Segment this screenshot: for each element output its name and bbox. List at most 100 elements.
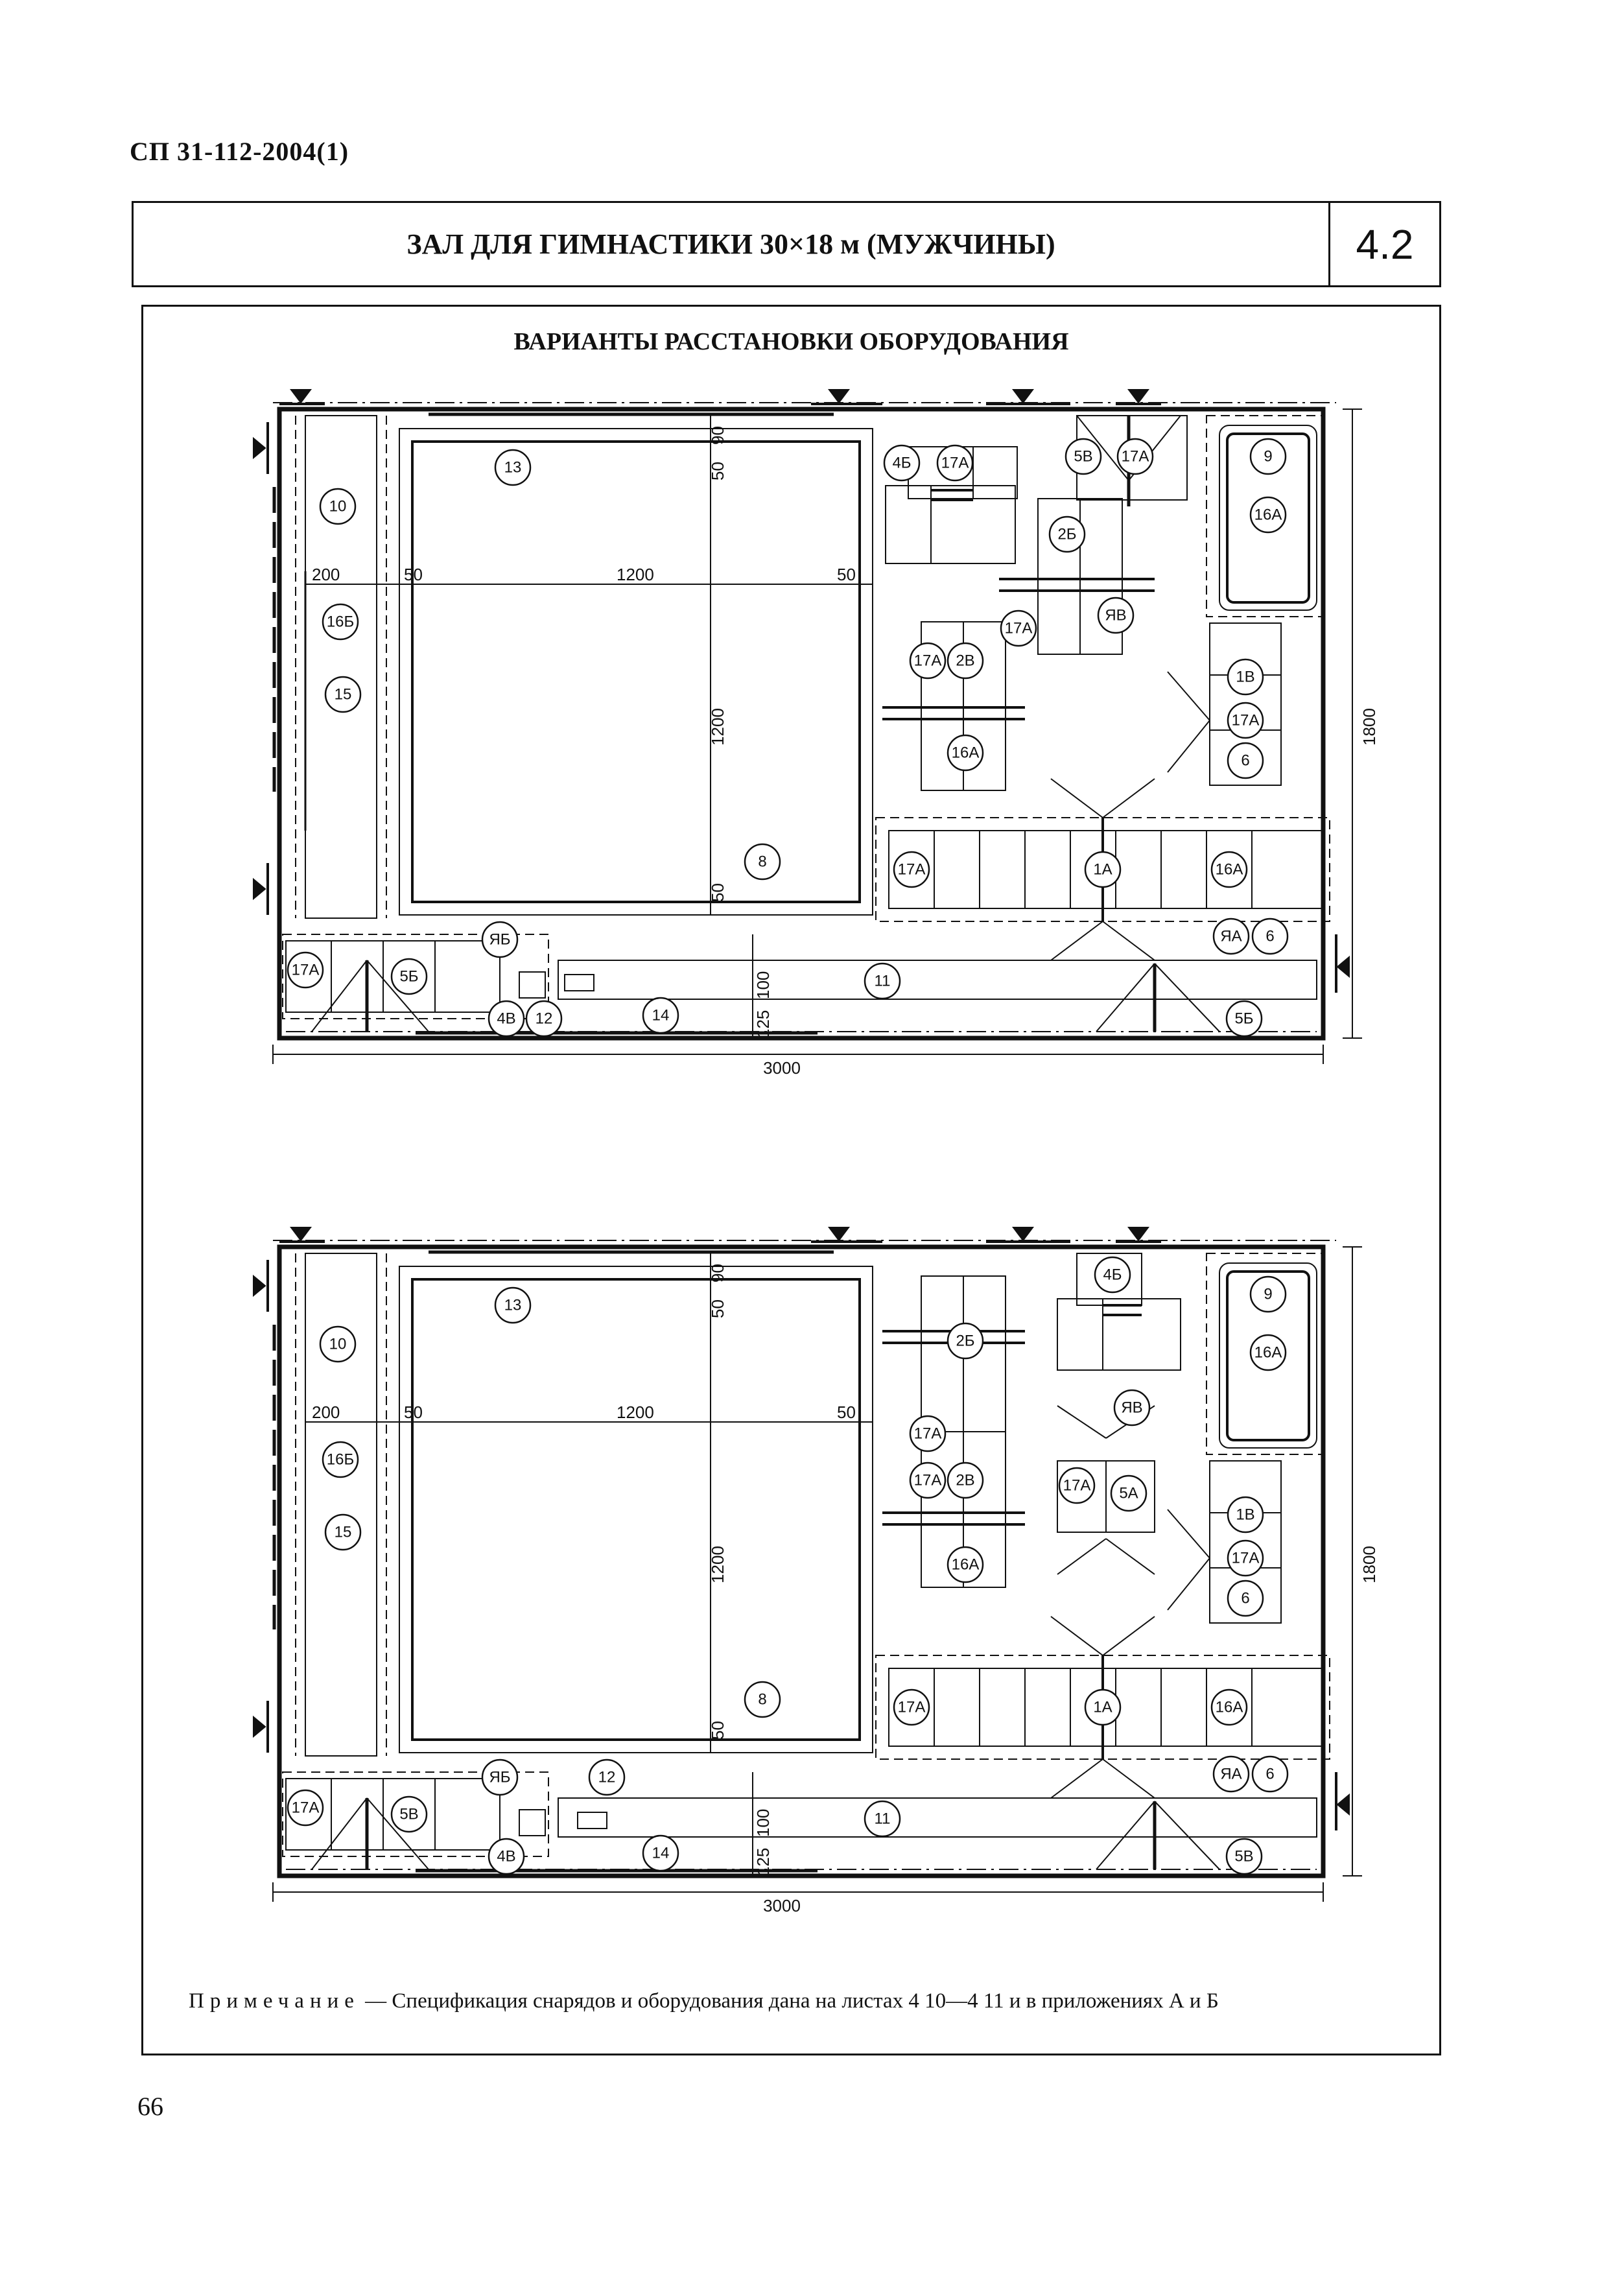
- label-5v: 5В: [399, 1806, 418, 1823]
- dim-50: 50: [837, 1403, 856, 1422]
- label-6: 6: [1241, 752, 1249, 770]
- plan-line: [390, 1795, 428, 1833]
- dim-50-vertical: 50: [708, 1299, 727, 1318]
- plan-line: [494, 1286, 532, 1324]
- plan-line: [1050, 778, 1103, 818]
- footnote: Примечание — Спецификация снарядов и обо…: [189, 1989, 1426, 2013]
- plan-line: [1127, 389, 1149, 404]
- plan-line: [744, 1681, 781, 1718]
- label-2b: 2Б: [1057, 526, 1076, 543]
- plan-line: [290, 1227, 312, 1242]
- dim-200: 200: [312, 565, 340, 584]
- plan-line: [305, 1253, 377, 1757]
- page-number: 66: [137, 2092, 163, 2121]
- label-yav: ЯВ: [1105, 607, 1126, 624]
- plan-line: [481, 1758, 519, 1796]
- plan-line: [864, 1800, 901, 1838]
- plan-line: [253, 436, 266, 460]
- plan-line: [1154, 1801, 1220, 1870]
- plan-line: [564, 974, 594, 991]
- plan-line: [642, 1834, 679, 1872]
- plan-line: [1206, 415, 1324, 617]
- label-17a: 17А: [914, 1472, 942, 1489]
- plan-line: [1012, 389, 1034, 404]
- plan-line: [893, 1688, 930, 1726]
- label-12: 12: [535, 1010, 553, 1028]
- plan-line: [1249, 1334, 1287, 1371]
- label-6: 6: [1265, 928, 1274, 945]
- dim-50: 50: [837, 565, 856, 584]
- plan-line: [319, 488, 357, 525]
- plan-line: [744, 843, 781, 881]
- plan-line: [1057, 1538, 1107, 1575]
- label-1v: 1В: [1236, 669, 1254, 686]
- plan-line: [1102, 921, 1155, 961]
- label-2v: 2В: [956, 1472, 974, 1489]
- label-13: 13: [504, 459, 522, 477]
- plan-line: [1225, 1000, 1263, 1037]
- arrow-marker: [290, 389, 312, 404]
- drawing-frame: ВАРИАНТЫ РАССТАНОВКИ ОБОРУДОВАНИЯ: [141, 305, 1441, 2055]
- label-6: 6: [1265, 1766, 1274, 1783]
- plan-line: [1210, 851, 1248, 888]
- plan-line: [1097, 597, 1135, 634]
- plan-line: [1167, 1557, 1210, 1611]
- plan-line: [1227, 658, 1264, 696]
- label-1a: 1А: [1093, 861, 1112, 879]
- dim-100: 100: [753, 1809, 773, 1837]
- label-5v: 5В: [1234, 1848, 1253, 1865]
- dim-3000: 3000: [763, 1058, 801, 1078]
- sheet-title: ЗАЛ ДЛЯ ГИМНАСТИКИ 30×18 м (МУЖЧИНЫ): [134, 203, 1330, 285]
- plan-line: [1096, 963, 1155, 1032]
- dim-1200-vertical: 1200: [708, 708, 727, 746]
- dim-100: 100: [753, 971, 773, 999]
- plan-line: [481, 921, 519, 958]
- dim-1200: 1200: [617, 565, 654, 584]
- floor-plan-a-drawing: 10 16Б 15 13 8 4Б 17А 5В 17А 9 2Б 16А 17…: [253, 389, 1375, 1078]
- plan-line: [285, 940, 500, 1013]
- label-12: 12: [598, 1769, 616, 1786]
- dim-90: 90: [708, 426, 727, 445]
- plan-line: [282, 1771, 549, 1857]
- label-17a: 17А: [292, 1799, 320, 1817]
- label-17a: 17А: [914, 1425, 942, 1443]
- plan-line: [1336, 955, 1350, 978]
- note-label: Примечание: [189, 1989, 360, 2013]
- plan-line: [399, 428, 873, 916]
- plan-line: [322, 603, 359, 641]
- plan-line: [1206, 1253, 1324, 1455]
- plan-line: [519, 1809, 546, 1836]
- plan-line: [1210, 1688, 1248, 1726]
- plan-line: [1110, 1474, 1147, 1512]
- label-4b: 4Б: [1103, 1266, 1122, 1284]
- dim-50: 50: [404, 1403, 423, 1422]
- plan-line: [1227, 702, 1264, 739]
- label-yab: ЯБ: [489, 931, 510, 949]
- label-11: 11: [875, 973, 891, 990]
- plan-line: [1251, 918, 1289, 955]
- label-16a: 16А: [1216, 1699, 1243, 1716]
- label-16b: 16Б: [327, 613, 354, 631]
- plan-line: [1209, 622, 1282, 786]
- plan-line: [287, 951, 324, 989]
- plan-line: [494, 449, 532, 486]
- plan-line: [1154, 963, 1220, 1032]
- dim-90: 90: [708, 1264, 727, 1283]
- plan-line: [1219, 425, 1317, 611]
- plan-line: [322, 1441, 359, 1478]
- plan-line: [1227, 1580, 1264, 1617]
- plan-line: [828, 389, 850, 404]
- plan-line: [399, 1266, 873, 1753]
- label-4b: 4Б: [892, 455, 911, 472]
- label-5a: 5А: [1119, 1485, 1138, 1502]
- label-9: 9: [1264, 448, 1272, 466]
- plan-variant-b: 10 16Б 15 13 8 2Б 4Б 9 16А 17А ЯВ 17А 2В…: [234, 1214, 1375, 1941]
- floor-plan-b-drawing: 10 16Б 15 13 8 2Б 4Б 9 16А 17А ЯВ 17А 2В…: [253, 1227, 1375, 1915]
- plan-line: [519, 971, 546, 999]
- label-9: 9: [1264, 1286, 1272, 1303]
- label-14: 14: [652, 1845, 670, 1862]
- label-ya: ЯА: [1220, 1766, 1242, 1783]
- plan-line: [893, 851, 930, 888]
- plan-line: [287, 1789, 324, 1827]
- plan-line: [1105, 1538, 1155, 1575]
